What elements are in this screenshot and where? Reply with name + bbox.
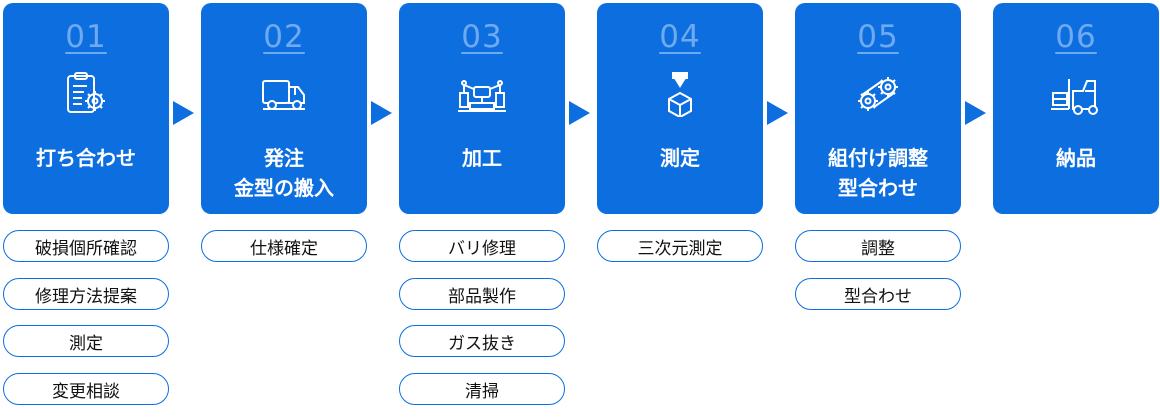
- step-title: 加工: [462, 146, 502, 170]
- arrow-right-icon: [569, 101, 590, 125]
- step-title: 打ち合わせ: [36, 146, 136, 170]
- step-number: 03: [461, 19, 503, 55]
- task-tag: 破損個所確認: [3, 230, 169, 262]
- arrow-right-icon: [173, 101, 194, 125]
- step-04-card: 04 測定: [597, 3, 763, 214]
- task-tag: バリ修理: [399, 230, 565, 262]
- step-title: 納品: [1056, 146, 1096, 170]
- task-tag: 変更相談: [3, 373, 169, 405]
- task-tag: 仕様確定: [201, 230, 367, 262]
- task-tag: 修理方法提案: [3, 278, 169, 310]
- step-05-card: 05 組付け調整 型合わせ: [795, 3, 961, 214]
- clipboard-gear-icon: [3, 71, 169, 117]
- step-title: 組付け調整 型合わせ: [828, 146, 928, 200]
- step-number: 02: [263, 19, 305, 55]
- step-number: 04: [659, 19, 701, 55]
- arrow-right-icon: [965, 101, 986, 125]
- step-02-card: 02 発注 金型の搬入: [201, 3, 367, 214]
- robot-arm-icon: [399, 71, 565, 117]
- step-number: 06: [1055, 19, 1097, 55]
- step-number: 01: [65, 19, 107, 55]
- task-tag: 型合わせ: [795, 278, 961, 310]
- step-title: 測定: [660, 146, 700, 170]
- measuring-probe-icon: [597, 71, 763, 117]
- step-number: 05: [857, 19, 899, 55]
- task-tag: 調整: [795, 230, 961, 262]
- forklift-icon: [993, 71, 1159, 117]
- step-01-card: 01 打ち合わせ: [3, 3, 169, 214]
- arrow-right-icon: [767, 101, 788, 125]
- task-tag: 部品製作: [399, 278, 565, 310]
- arrow-right-icon: [371, 101, 392, 125]
- task-tag: ガス抜き: [399, 325, 565, 357]
- task-tag: 三次元測定: [597, 230, 763, 262]
- step-03-card: 03 加工: [399, 3, 565, 214]
- task-tag: 測定: [3, 325, 169, 357]
- step-title: 発注 金型の搬入: [234, 146, 334, 200]
- task-tag: 清掃: [399, 373, 565, 405]
- gears-icon: [795, 71, 961, 117]
- delivery-truck-icon: [201, 71, 367, 117]
- step-06-card: 06 納品: [993, 3, 1159, 214]
